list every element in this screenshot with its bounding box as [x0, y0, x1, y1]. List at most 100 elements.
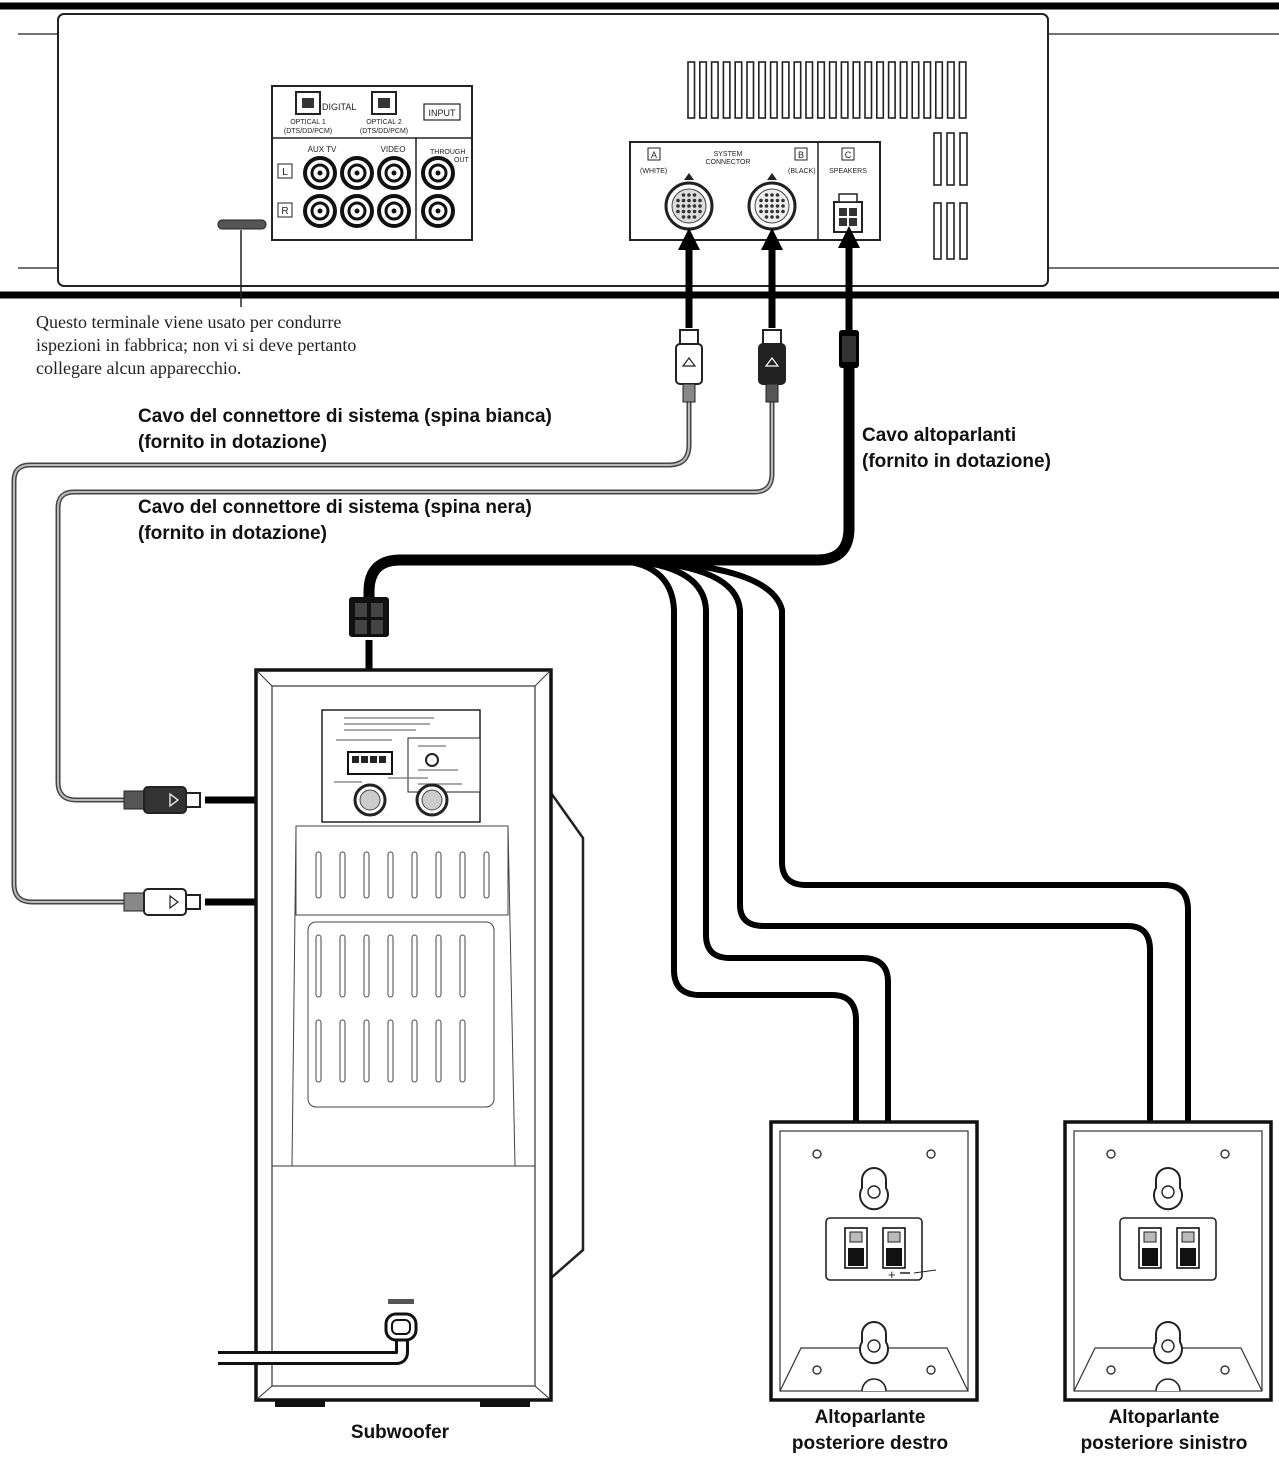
aux-tv-label: AUX TV: [308, 145, 337, 154]
vent-slot: [959, 202, 968, 260]
vent-slot: [781, 61, 790, 119]
connector-pin: [692, 204, 697, 208]
black-cable-caption-line-1: Cavo del connettore di sistema (spina ne…: [138, 497, 532, 518]
keyhole-hole: [1161, 1185, 1175, 1199]
vent-slot: [805, 61, 814, 119]
subwoofer-slot: [411, 1019, 418, 1083]
cable-speaker: [349, 226, 1191, 1235]
vent-slot: [899, 61, 908, 119]
subwoofer-slot: [339, 934, 346, 998]
connector-pin: [775, 198, 780, 203]
white-cable-caption-line-2: (fornito in dotazione): [138, 432, 327, 453]
vent-slot: [864, 61, 873, 119]
vent-slot: [946, 61, 955, 119]
speaker-screw: [1106, 1365, 1116, 1375]
channel-l-label: L: [282, 167, 288, 178]
rear-left-label-line-2: posteriore sinistro: [1080, 1433, 1248, 1454]
note-line-2: ispezioni in fabbrica; non vi si deve pe…: [36, 335, 357, 355]
connector-pin: [764, 209, 769, 214]
speaker-screw: [1220, 1365, 1230, 1375]
rear-speaker-left: [1063, 1120, 1273, 1402]
connector-pin: [676, 209, 680, 214]
speaker-terminal-clip: [1142, 1248, 1158, 1266]
white-tag: (WHITE): [640, 168, 667, 175]
vent-slot: [911, 61, 920, 119]
note-line-3: collegare alcun apparecchio.: [36, 358, 242, 378]
connector-pin: [770, 215, 774, 219]
vent-slot: [757, 61, 767, 119]
connector-pin: [692, 198, 697, 203]
subwoofer: [218, 668, 585, 1407]
subwoofer-slot: [435, 934, 442, 998]
connector-pin: [775, 209, 780, 214]
system-connector-label: SYSTEM: [714, 151, 743, 158]
subwoofer-label: Subwoofer: [300, 1420, 500, 1446]
connector-pin: [687, 209, 691, 214]
subwoofer-slot: [459, 1019, 466, 1083]
connector-pin: [781, 204, 785, 208]
vent-slot: [769, 61, 778, 119]
connector-pin: [698, 204, 702, 208]
white-cable-caption-line-1: Cavo del connettore di sistema (spina bi…: [138, 406, 552, 427]
rca-jack-pin: [354, 208, 360, 214]
channel-r-label: R: [281, 206, 288, 217]
connector-pin: [781, 209, 785, 214]
speaker-terminal-hole: [849, 1231, 863, 1243]
connector-pin: [764, 215, 769, 219]
subwoofer-slot: [387, 934, 394, 998]
speaker-cable-caption-line-1: Cavo altoparlanti: [862, 425, 1017, 446]
speaker-bottom-notch: [861, 1378, 887, 1392]
factory-terminal-note: Questo terminale viene usato per condurr…: [36, 311, 466, 380]
optical-1-label: OPTICAL 1: [290, 119, 326, 126]
vent-slot: [746, 61, 755, 119]
connector-pin: [692, 215, 697, 219]
speaker-screw: [812, 1365, 822, 1375]
subwoofer-slot: [363, 934, 370, 998]
subwoofer-slot: [363, 1019, 370, 1083]
connector-pin: [687, 204, 691, 208]
connector-pin: [775, 204, 780, 208]
rca-jack-pin: [391, 208, 397, 214]
vent-slot: [698, 61, 708, 119]
connector-pin: [759, 198, 763, 203]
vent-slot: [934, 61, 944, 119]
speaker-terminal-hole: [1181, 1231, 1195, 1243]
rca-jack-pin: [391, 170, 397, 176]
rca-jack-pin: [317, 208, 323, 214]
system-connector-label-2: CONNECTOR: [706, 159, 751, 166]
connector-c-label: C: [845, 150, 852, 160]
subwoofer-slot: [315, 851, 322, 899]
connector-pin: [676, 198, 680, 203]
subwoofer-slot: [411, 934, 418, 998]
subwoofer-slot: [411, 851, 418, 899]
vent-slot: [687, 61, 696, 119]
rca-jack-pin: [435, 170, 441, 176]
vent-slot: [828, 61, 837, 119]
connector-pin: [681, 193, 686, 197]
connector-pin: [692, 209, 697, 214]
digital-label: DIGITAL: [322, 102, 356, 112]
connector-pin: [759, 204, 763, 208]
connector-pin: [770, 198, 774, 203]
system-connector-panel: A (WHITE) SYSTEM CONNECTOR B (BLACK) C S…: [629, 141, 881, 241]
rear-left-label: Altoparlante posteriore sinistro: [1050, 1405, 1278, 1457]
subwoofer-slot: [315, 934, 322, 998]
connector-pin: [692, 193, 697, 197]
speaker-screw: [926, 1365, 936, 1375]
connector-pin: [770, 204, 774, 208]
speaker-screw: [812, 1149, 822, 1159]
polarity-mark: +: [888, 1267, 896, 1282]
vent-grille-side: [933, 132, 968, 260]
rca-jacks: [303, 156, 455, 228]
subwoofer-slot: [363, 851, 370, 899]
vent-grille: [687, 61, 967, 119]
speaker-bottom-notch: [1155, 1378, 1181, 1392]
vent-slot: [840, 61, 849, 119]
speaker-cable-caption-line-2: (fornito in dotazione): [862, 451, 1051, 472]
rca-jack-pin: [354, 170, 360, 176]
rca-jack-pin: [317, 170, 323, 176]
main-unit: DIGITAL INPUT OPTICAL 1 (DTS/DD/PCM) OPT…: [0, 2, 1279, 307]
keyhole-hole: [1161, 1339, 1175, 1353]
keyhole-hole: [867, 1339, 881, 1353]
connector-pin: [676, 204, 680, 208]
